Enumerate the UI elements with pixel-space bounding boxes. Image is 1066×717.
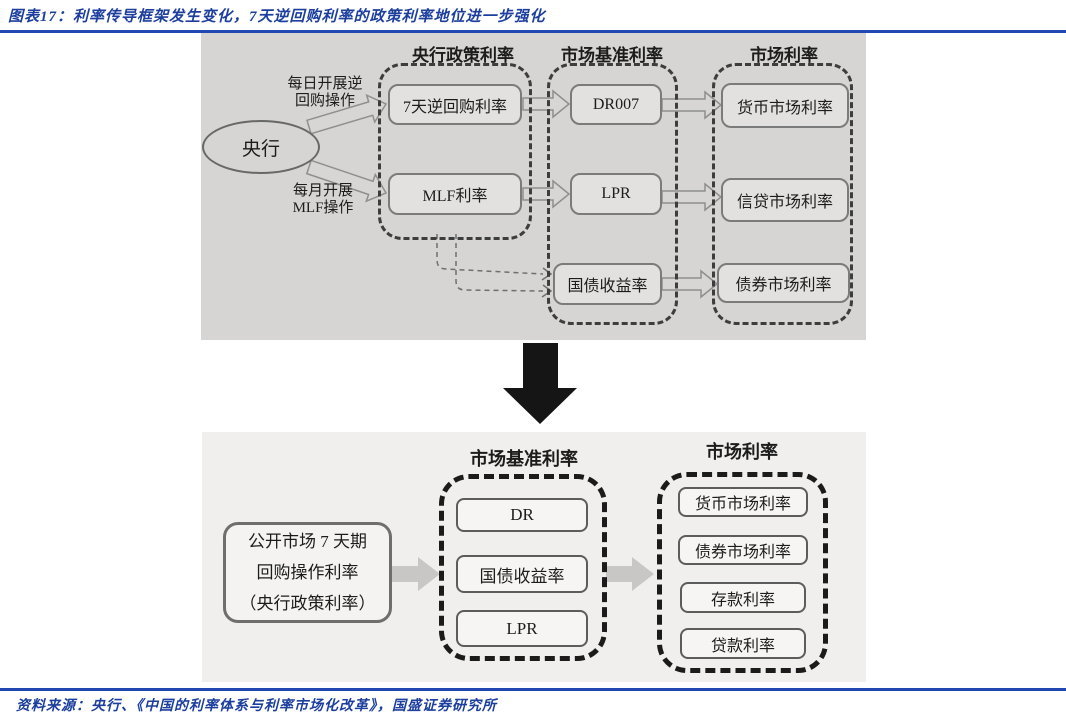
policy-box-line3: （央行政策利率） <box>239 594 376 613</box>
policy-box-line1: 公开市场 7 天期 <box>248 532 367 551</box>
box-dr: DR <box>456 498 588 532</box>
bottom-header-benchmark-rates: 市场基准利率 <box>470 449 578 469</box>
top-diagram-panel: 央行政策利率 市场基准利率 市场利率 央行 每日开展逆 回购操作 每月开展 ML… <box>201 33 866 340</box>
arrow-policy-to-benchmark-icon <box>392 557 440 591</box>
bottom-container-benchmark-rates <box>439 474 607 661</box>
box-open-market-7d-repo-policy-rate: 公开市场 7 天期 回购操作利率 （央行政策利率） <box>223 522 392 623</box>
bottom-header-market-rates: 市场利率 <box>706 442 778 462</box>
top-flow-arrows <box>305 89 723 299</box>
bottom-container-market-rates <box>657 472 828 673</box>
box-credit-market-rate: 信贷市场利率 <box>721 178 849 222</box>
top-header-policy-rates: 央行政策利率 <box>412 46 514 65</box>
box-mlf-rate: MLF利率 <box>388 173 522 215</box>
top-header-market-rates: 市场利率 <box>750 46 818 65</box>
arrow-mlf-to-lpr-icon <box>522 179 571 209</box>
arrow-centralbank-to-mlf-icon <box>305 159 388 203</box>
box-bond-market-rate-bottom: 债券市场利率 <box>678 535 808 565</box>
arrow-repo7d-to-dr007-icon <box>522 89 571 119</box>
box-lpr-bottom: LPR <box>456 610 588 647</box>
box-money-market-rate-bottom: 货币市场利率 <box>678 487 808 517</box>
top-container-benchmark-rates <box>547 63 678 325</box>
box-lpr: LPR <box>570 173 662 215</box>
down-arrow-icon <box>503 343 577 424</box>
bottom-flow-arrows <box>392 557 654 591</box>
figure-source: 资料来源：央行、《中国的利率体系与利率市场化改革》，国盛证券研究所 <box>16 699 497 714</box>
bottom-diagram-panel: 市场基准利率 市场利率 公开市场 7 天期 回购操作利率 （央行政策利率） DR… <box>202 432 866 682</box>
monthly-label-line1: 每月开展 <box>292 183 353 199</box>
box-treasury-yield-bottom: 国债收益率 <box>456 555 588 593</box>
arrow-benchmark-to-market-icon <box>606 557 654 591</box>
arrow-bondyield-to-bondmkt-icon <box>661 269 719 299</box>
box-loan-rate: 贷款利率 <box>680 628 806 659</box>
dashed-link-policy-to-bondyield-2 <box>455 234 544 292</box>
box-7d-reverse-repo-rate: 7天逆回购利率 <box>388 84 522 125</box>
dashed-link-arrowhead-1-icon <box>541 267 553 281</box>
daily-repo-operation-label: 每日开展逆 回购操作 <box>277 76 373 110</box>
policy-box-line2: 回购操作利率 <box>256 563 359 582</box>
source-divider-rule <box>0 688 1066 691</box>
figure-title: 图表17：利率传导框架发生变化，7天逆回购利率的政策利率地位进一步强化 <box>8 9 546 25</box>
top-container-policy-rates <box>378 63 532 240</box>
dashed-link-policy-to-bondyield-1 <box>436 234 544 275</box>
monthly-mlf-operation-label: 每月开展 MLF操作 <box>283 183 363 217</box>
daily-label-line1: 每日开展逆 <box>287 76 363 92</box>
monthly-label-line2: MLF操作 <box>292 200 354 216</box>
dashed-link-arrowhead-2-icon <box>541 284 553 298</box>
box-deposit-rate: 存款利率 <box>680 582 806 613</box>
daily-label-line2: 回购操作 <box>294 93 355 109</box>
title-divider-rule <box>0 30 1066 33</box>
central-bank-ellipse: 央行 <box>202 120 320 174</box>
top-container-market-rates <box>712 63 853 325</box>
box-dr007: DR007 <box>570 84 662 125</box>
box-money-market-rate: 货币市场利率 <box>721 83 849 128</box>
box-treasury-yield: 国债收益率 <box>553 263 662 305</box>
central-bank-label: 央行 <box>241 138 280 160</box>
box-bond-market-rate: 债券市场利率 <box>717 263 850 303</box>
top-header-benchmark-rates: 市场基准利率 <box>561 46 663 65</box>
